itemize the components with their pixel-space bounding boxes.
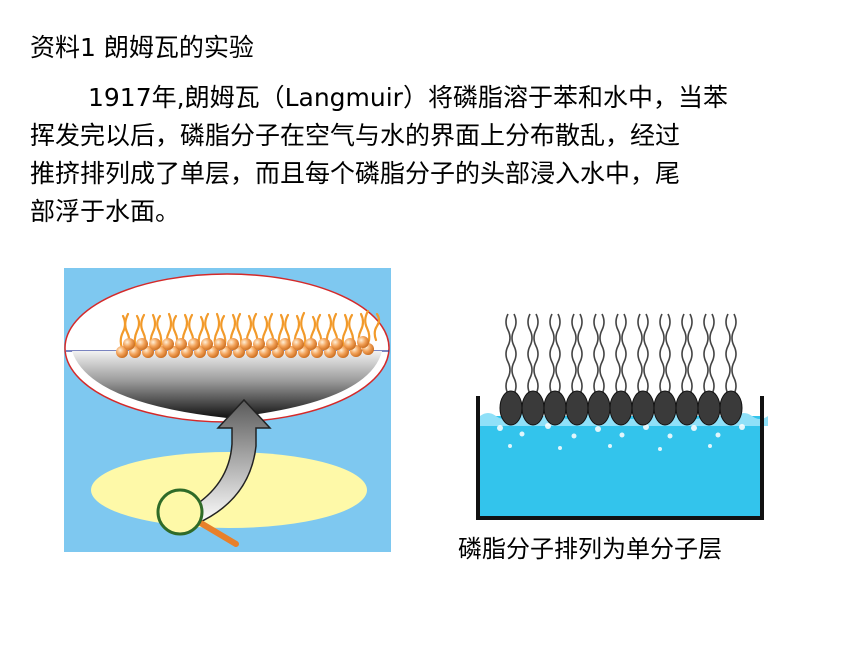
monolayer-trough-illustration xyxy=(476,313,768,520)
lipid-heads-dark xyxy=(499,390,743,426)
water-plate xyxy=(72,351,382,418)
experiment-paragraph: 1917年,朗姆瓦（Langmuir）将磷脂溶于苯和水中，当苯 挥发完以后，磷脂… xyxy=(30,79,830,231)
trough-walls xyxy=(476,396,764,520)
langmuir-trough-illustration xyxy=(64,268,391,552)
section-heading: 资料1 朗姆瓦的实验 xyxy=(30,33,254,62)
magnifier-icon xyxy=(156,488,239,547)
lipid-heads xyxy=(116,336,374,358)
trough-water xyxy=(480,413,768,516)
paragraph-line: 推挤排列成了单层，而且每个磷脂分子的头部浸入水中，尾 xyxy=(30,159,681,188)
arrow-up-icon xyxy=(182,398,272,525)
paragraph-line: 部浮于水面。 xyxy=(30,197,181,226)
paragraph-line: 1917年,朗姆瓦（Langmuir）将磷脂溶于苯和水中，当苯 xyxy=(88,83,728,112)
paragraph-line: 挥发完以后，磷脂分子在空气与水的界面上分布散乱，经过 xyxy=(30,121,681,150)
lipid-tails-dark xyxy=(505,313,737,395)
figure-caption: 磷脂分子排列为单分子层 xyxy=(458,535,722,563)
